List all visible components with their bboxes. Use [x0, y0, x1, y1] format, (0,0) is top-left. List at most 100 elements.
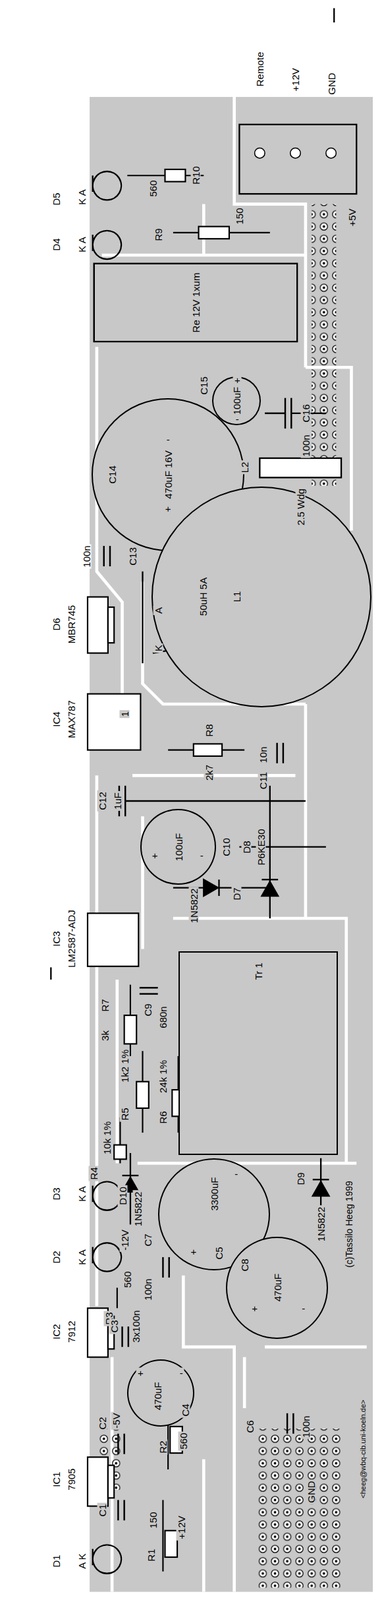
part-label: Remote	[254, 50, 265, 89]
part-label: +12V	[290, 66, 301, 93]
part-label: (c)Tassilo Heeg 1999	[344, 1179, 354, 1269]
part-label: D7	[231, 885, 242, 901]
part-label: C12	[96, 789, 107, 811]
part-label: K A	[76, 1183, 87, 1202]
part-label: +	[189, 1244, 198, 1255]
part-label: C9	[142, 1001, 153, 1017]
part-label: C14	[107, 463, 118, 485]
part-label: IC2	[51, 1321, 62, 1340]
part-label: R6	[158, 1108, 168, 1124]
part-label: 100n	[300, 1412, 311, 1438]
part-label: IC1	[51, 1469, 62, 1488]
part-label: K	[152, 642, 163, 653]
part-label: 7905	[66, 1466, 77, 1491]
capacitor-circle: 470uF	[225, 1235, 329, 1338]
part-label: IC3	[51, 928, 62, 947]
part-label: D10	[117, 1184, 128, 1206]
component-value: 100uF	[173, 831, 184, 861]
part-label: D5	[51, 191, 62, 207]
part-label: D2	[51, 1248, 62, 1264]
part-label: C6	[244, 1417, 255, 1433]
part-label: IC4	[51, 710, 62, 728]
part-label: +	[150, 849, 160, 860]
part-label: <heeg@wbq-cib.uni-koeln.de>	[358, 1397, 367, 1498]
part-label: D3	[51, 1184, 62, 1201]
part-label: 2.5 Wdg	[295, 486, 306, 527]
part-label: 1N5822	[188, 886, 199, 925]
part-label: C10	[221, 835, 232, 857]
part-label: C11	[257, 769, 268, 790]
component-value: 50uH 5A	[198, 576, 209, 616]
part-label: P6KE30	[255, 826, 266, 866]
part-label: 680n	[158, 1004, 168, 1029]
part-label: MAX787	[66, 698, 77, 740]
component-value: Tr 1	[253, 961, 264, 979]
part-label: 1k2 1%	[119, 1047, 130, 1083]
part-label: -	[165, 433, 172, 444]
capacitor-circle: 100uF	[140, 808, 216, 884]
part-label: 24k 1%	[158, 1057, 168, 1094]
component-value: 470uF	[272, 1272, 282, 1301]
part-label: 100n	[81, 543, 92, 568]
part-label: C15	[198, 374, 209, 396]
part-label: C2	[96, 1414, 107, 1430]
part-label: GND	[305, 1478, 316, 1503]
part-label: R2	[158, 1437, 168, 1454]
part-label: 10n	[257, 744, 268, 765]
part-label: R5	[119, 1105, 130, 1122]
part-label: C5	[214, 1244, 224, 1260]
part-label: K A	[76, 235, 87, 254]
part-label: -	[233, 1167, 240, 1178]
part-label: R4	[88, 1164, 99, 1180]
component-box: Re 12V 1xum	[93, 262, 298, 342]
capacitor-circle: 50uH 5A	[151, 486, 372, 707]
part-label: 560	[122, 1268, 133, 1288]
part-label: 1N5822	[316, 1204, 327, 1243]
part-label: D8	[241, 838, 252, 854]
part-label: 1N5822	[132, 1189, 143, 1228]
component-value: 3300uF	[208, 1176, 219, 1210]
part-label: 1uF	[111, 790, 122, 811]
part-label: A	[152, 605, 163, 615]
part-label: R8	[204, 722, 215, 738]
part-label: LM2587-ADJ	[66, 907, 77, 969]
part-label: R10	[190, 164, 201, 186]
part-label: +5V	[346, 206, 357, 228]
part-label: 3k	[100, 1028, 110, 1042]
part-label: R9	[152, 226, 163, 242]
part-label: R1	[145, 1545, 156, 1562]
part-label: L2	[239, 460, 250, 475]
part-label: 2k7	[204, 762, 215, 782]
component-value: Re 12V 1xum	[190, 272, 201, 332]
component-box: Tr 1	[178, 950, 339, 1155]
part-label: +	[250, 1302, 259, 1313]
component-value: 470uF	[152, 1380, 163, 1409]
part-label: -5V	[111, 1410, 122, 1428]
part-label: C13	[127, 545, 138, 567]
part-label: -	[178, 1366, 185, 1376]
part-label: +	[164, 502, 173, 513]
part-label: D1	[51, 1552, 62, 1568]
part-label: -	[198, 849, 205, 860]
part-label: 150	[234, 206, 245, 226]
part-label: D9	[295, 1169, 306, 1185]
part-label: GND	[326, 71, 336, 96]
part-label: 1	[119, 709, 130, 718]
part-label: 150	[147, 1509, 158, 1529]
part-label: -	[234, 412, 241, 423]
part-label: 100n	[142, 1276, 153, 1301]
component-value: 100uF	[231, 386, 242, 415]
part-label: L1	[231, 589, 242, 604]
part-label: C3	[109, 1317, 120, 1334]
part-label: C1	[96, 1501, 107, 1517]
part-label: D6	[51, 616, 62, 632]
part-label: +12V	[176, 1512, 187, 1539]
part-label: K A	[76, 1246, 87, 1265]
part-label: C16	[300, 402, 311, 424]
part-label: MBR745	[66, 603, 77, 645]
part-label: R7	[100, 996, 110, 1012]
part-label: 100n	[300, 433, 311, 458]
part-label: C8	[239, 1256, 250, 1272]
part-label: 3x100n	[130, 1308, 141, 1344]
